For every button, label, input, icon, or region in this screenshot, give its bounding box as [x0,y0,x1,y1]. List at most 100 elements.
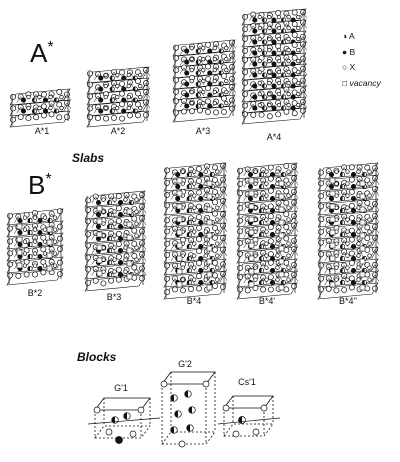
a3-structure-x-atom [205,63,211,70]
b4-prime-structure-x-atom [283,286,290,293]
b4-vacancy [206,245,213,252]
b4-double-prime-structure-x-atom [345,181,350,186]
a4-structure-bond [249,59,254,66]
b4-double-prime-structure-bond [370,203,376,211]
b3-vacancy [126,273,133,280]
b2-structure-inner-atom [17,242,23,248]
b4-double-prime-structure-x-atom [318,228,324,235]
b2-structure-x-atom [22,239,28,244]
b4-double-prime-structure-x-atom [348,250,355,257]
b4-structure-bond [190,218,196,226]
b4-structure-inner-atom-shade [187,196,190,201]
b4pp-vacancy [329,177,336,184]
b4-prime-structure-x-atom [267,274,274,281]
b4-structure-x-atom [215,265,220,270]
b4-structure-x-atom [212,189,218,195]
a4-structure-x-atom [275,43,282,49]
a4-structure-x-atom [276,69,282,75]
b4-prime-structure-x-atom [286,229,291,234]
b4-prime-structure-x-atom [283,188,290,195]
b4-structure-x-atom [164,262,170,269]
b4-double-prime-structure-inner-atom [350,172,357,178]
b4-double-prime-structure-x-atom [345,205,350,210]
label-g2: G'2 [178,359,192,369]
b4pp-vacancy [329,242,336,249]
b4-prime-structure-x-atom [286,169,291,174]
a4-structure-x-atom [267,58,272,64]
b4-structure-inner-atom-shade [187,256,190,261]
b4-double-prime-structure-x-atom [348,164,355,171]
b4-prime-structure-x-atom [267,164,274,171]
b3-structure-x-atom [101,197,106,202]
b4-double-prime-structure-x-atom [334,265,339,270]
a4-structure-inner-atom [271,83,277,89]
b4-double-prime-structure-bond [370,264,376,272]
b2-structure-x-atom [7,238,13,245]
a4-structure-x-atom [286,102,291,108]
b4-structure-x-atom [220,235,226,241]
a4-structure-x-atom [266,113,273,120]
b2-structure-x-atom [7,225,13,232]
b4-structure-bond [170,228,176,236]
b4-prime-structure-x-atom [264,253,269,258]
b4-structure-x-atom [196,285,202,292]
a3-structure-x-atom [213,109,219,116]
a3-structure-bond [227,42,233,49]
b3-structure-inner-atom-shade [107,212,110,217]
a1-structure-bond [62,102,68,110]
b4-double-prime-structure-x-atom [364,246,371,253]
a4-structure-x-atom [242,14,248,20]
a2-structure-bond [93,106,99,114]
a4-structure-x-atom [267,36,272,42]
a3-structure-inner-atom [184,59,190,65]
b3-structure-x-atom [123,245,128,250]
a2-structure-inner-atom [98,97,104,103]
a4-structure-x-atom [286,91,291,97]
a4-structure-x-atom [250,111,257,118]
b2-structure-x-atom [42,227,48,232]
b3-structure-x-atom [115,266,122,273]
b2-structure-x-atom [42,263,48,268]
b4-prime-structure-x-atom [283,211,290,218]
b3-vacancy [96,244,103,251]
b4-prime-structure-x-atom [237,265,243,271]
b4-double-prime-structure-x-atom [356,169,361,174]
a1-structure-bond [51,103,56,110]
a4-structure-x-atom [257,102,262,108]
b4-structure-inner-atom [198,208,204,214]
b4-prime-structure-inner-atom [247,196,254,202]
a2-structure-x-atom [115,72,120,78]
a4-structure-x-atom [276,47,282,53]
b4-prime-structure-inner-atom [269,268,276,274]
b4-prime-structure-bond [243,230,248,238]
label-b4-double-prime: B*4'' [339,296,357,306]
b2-vacancy [46,265,53,272]
a4-structure-inner-atom-shade [262,94,265,100]
b4-double-prime-structure-x-atom [348,202,355,209]
a4-structure-x-atom [257,36,262,42]
block-g2-atom-shade [170,394,174,402]
b3-structure-x-atom [123,269,128,274]
b4-prime-structure-bond [278,250,283,258]
a1-structure-x-atom [56,101,63,108]
a4-structure-x-atom [242,26,248,33]
b3-structure-x-atom [85,266,91,273]
label-a2: A*2 [110,126,126,136]
block-g2-atom-shade [184,390,188,398]
b4-prime-structure-x-atom [275,169,280,174]
b4-structure-inner-atom [198,220,204,226]
b4-prime-structure-inner-atom-shade [259,172,262,177]
b4p-vacancy [278,271,285,278]
a4-structure-x-atom [291,54,298,61]
b4-prime-structure-bond [262,206,268,214]
a2-structure-x-atom [87,114,93,121]
b4-structure-inner-atom-shade [210,172,213,177]
b3-structure-x-atom [134,197,139,202]
a2-structure-bond [141,91,147,99]
b4-prime-structure-inner-atom-shade [281,268,284,273]
a3-structure-x-atom [224,56,229,62]
a4-structure-x-atom [242,47,248,54]
b3-structure-x-atom [115,276,122,283]
b4-structure-x-atom [164,217,170,224]
a3-structure-bond [227,55,233,62]
